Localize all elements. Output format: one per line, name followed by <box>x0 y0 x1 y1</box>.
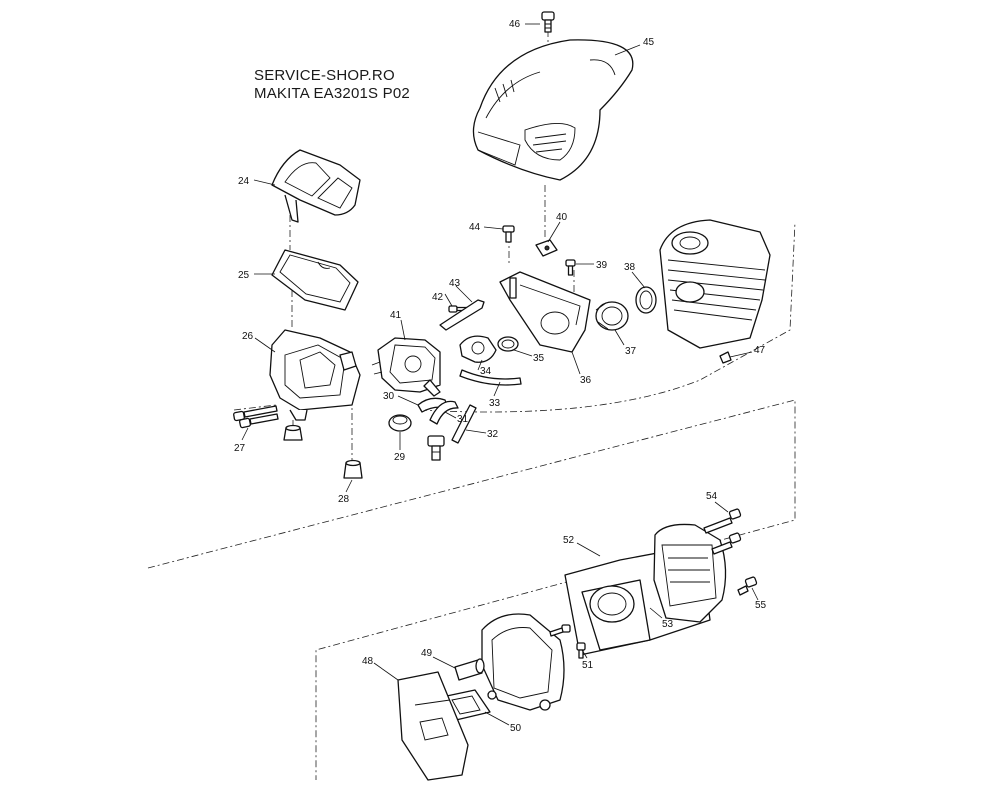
part-43-bracket <box>439 299 485 331</box>
part-53-muffler-cover <box>653 523 727 623</box>
callout-41: 41 <box>390 310 402 321</box>
callout-34: 34 <box>480 366 492 377</box>
part-45-top-cover <box>472 39 634 181</box>
callout-36: 36 <box>580 375 592 386</box>
callout-51: 51 <box>582 660 594 671</box>
callout-44: 44 <box>469 222 481 233</box>
callout-28: 28 <box>338 494 350 505</box>
callout-53: 53 <box>662 619 674 630</box>
callout-38: 38 <box>624 262 636 273</box>
part-40-nut-plate <box>535 239 558 257</box>
callout-31: 31 <box>457 414 469 425</box>
part-27-screw <box>233 405 279 429</box>
muffler-body <box>481 613 565 711</box>
part-46-screw <box>541 11 555 33</box>
part-39-screw <box>565 259 576 276</box>
callout-37: 37 <box>625 346 637 357</box>
part-51-bolt <box>549 624 586 659</box>
callout-54: 54 <box>706 491 718 502</box>
callout-27: 27 <box>234 443 246 454</box>
callout-43: 43 <box>449 278 461 289</box>
callout-47: 47 <box>754 345 766 356</box>
callout-25: 25 <box>238 270 250 281</box>
part-28-grommet <box>283 424 363 479</box>
callout-29: 29 <box>394 452 406 463</box>
callout-24: 24 <box>238 176 250 187</box>
header-model-page: MAKITA EA3201S P02 <box>254 85 410 102</box>
part-36-intake-bracket <box>499 271 591 353</box>
part-26-air-box <box>269 329 361 421</box>
callout-30: 30 <box>383 391 395 402</box>
part-31-tube <box>429 400 459 425</box>
callout-35: 35 <box>533 353 545 364</box>
cylinder-assembly <box>659 219 771 349</box>
callout-40: 40 <box>556 212 568 223</box>
part-32-fuel-line <box>451 404 477 444</box>
callout-46: 46 <box>509 19 521 30</box>
part-34-gasket <box>459 335 497 363</box>
part-33-impulse-hose <box>459 369 522 386</box>
fitting-valve <box>427 435 445 461</box>
callout-45: 45 <box>643 37 655 48</box>
callout-32: 32 <box>487 429 499 440</box>
part-49-spacer <box>454 658 485 681</box>
callout-50: 50 <box>510 723 522 734</box>
part-37-intake-boot <box>595 301 629 331</box>
callout-39: 39 <box>596 260 608 271</box>
callout-42: 42 <box>432 292 444 303</box>
assembly-outline-lower <box>147 399 796 780</box>
part-29-primer-bulb <box>388 414 412 432</box>
part-44-screw <box>502 225 515 243</box>
part-35-ring <box>497 336 519 352</box>
header-shop-name: SERVICE-SHOP.RO <box>254 67 395 84</box>
callout-48: 48 <box>362 656 374 667</box>
part-47-screw <box>719 351 732 364</box>
callout-26: 26 <box>242 331 254 342</box>
part-38-o-ring <box>635 286 657 314</box>
part-41-carburetor <box>371 337 441 397</box>
callout-49: 49 <box>421 648 433 659</box>
callout-33: 33 <box>489 398 501 409</box>
callout-52: 52 <box>563 535 575 546</box>
callout-labels: 24 25 26 27 28 29 30 31 32 33 34 35 36 3… <box>234 19 767 734</box>
callout-55: 55 <box>755 600 767 611</box>
leader-lines <box>241 23 759 726</box>
part-55-bolt <box>737 576 758 596</box>
part-48-heat-shield <box>397 671 469 781</box>
part-24-filter-frame <box>271 149 361 223</box>
part-25-filter-plate <box>271 249 359 311</box>
part-54-bolt <box>703 508 742 555</box>
